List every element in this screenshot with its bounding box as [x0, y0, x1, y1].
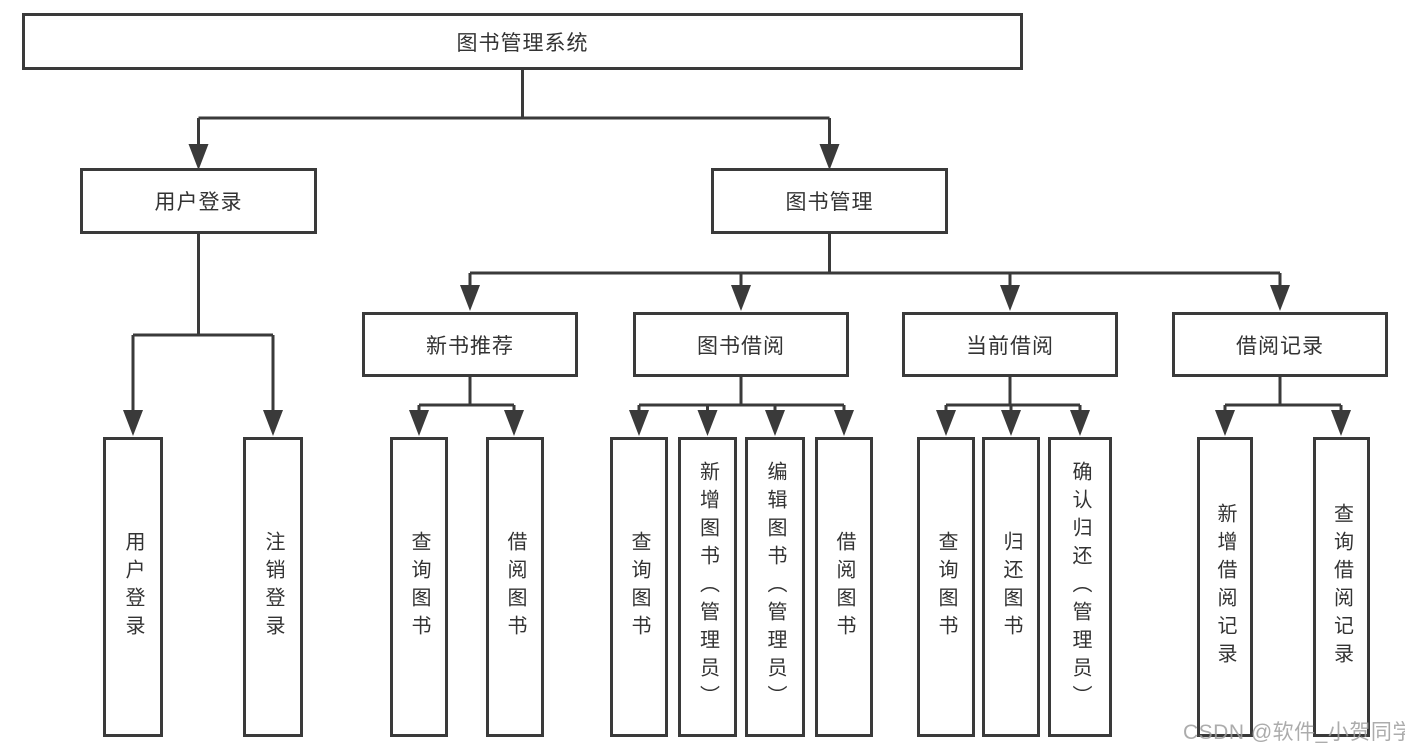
leaf-user-login: 用户登录	[103, 437, 163, 737]
node-book-management: 图书管理	[711, 168, 948, 234]
connector-current-borrowing-branch	[936, 377, 1090, 436]
leaf-logout-label: 注销登录	[262, 531, 284, 643]
node-current-borrowing: 当前借阅	[902, 312, 1118, 377]
node-book-borrowing: 图书借阅	[633, 312, 849, 377]
connector-book-management-branch	[460, 234, 1290, 311]
connector-new-book-branch	[409, 377, 524, 436]
node-user-login: 用户登录	[80, 168, 317, 234]
connector-root-to-level1	[188, 68, 840, 170]
leaf-add-books-admin-label: 新增图书（管理员）	[696, 461, 719, 713]
node-library-management-system: 图书管理系统	[22, 13, 1023, 70]
leaf-confirm-return-admin-label: 确认归还（管理员）	[1069, 461, 1091, 713]
leaf-query-books-current-label: 查询图书	[935, 531, 957, 643]
csdn-watermark: CSDN @软件_小贺同学	[1183, 721, 1405, 744]
leaf-query-borrow-record: 查询借阅记录	[1313, 437, 1370, 737]
leaf-edit-books-admin-label: 编辑图书（管理员）	[764, 461, 786, 713]
leaf-query-books-recommend: 查询图书	[390, 437, 448, 737]
leaf-borrow-books-recommend-label: 借阅图书	[504, 531, 526, 643]
leaf-query-books-recommend-label: 查询图书	[408, 531, 430, 643]
connector-user-login-branch	[123, 234, 283, 436]
leaf-return-books: 归还图书	[982, 437, 1040, 737]
leaf-add-books-admin: 新增图书（管理员）	[678, 437, 737, 737]
leaf-query-books-current: 查询图书	[917, 437, 975, 737]
node-new-book-recommend: 新书推荐	[362, 312, 578, 377]
connector-borrowing-records-branch	[1215, 377, 1351, 436]
leaf-query-books-borrowing-label: 查询图书	[628, 531, 650, 643]
leaf-add-borrow-record-label: 新增借阅记录	[1214, 503, 1236, 671]
leaf-user-login-label: 用户登录	[122, 531, 144, 643]
leaf-add-borrow-record: 新增借阅记录	[1197, 437, 1253, 737]
leaf-borrow-books: 借阅图书	[815, 437, 873, 737]
leaf-edit-books-admin: 编辑图书（管理员）	[745, 437, 805, 737]
leaf-query-borrow-record-label: 查询借阅记录	[1330, 503, 1353, 671]
leaf-query-books-borrowing: 查询图书	[610, 437, 668, 737]
node-borrowing-records: 借阅记录	[1172, 312, 1388, 377]
leaf-logout: 注销登录	[243, 437, 303, 737]
leaf-confirm-return-admin: 确认归还（管理员）	[1048, 437, 1112, 737]
leaf-return-books-label: 归还图书	[1000, 531, 1022, 643]
connector-book-borrowing-branch	[629, 377, 854, 436]
leaf-borrow-books-recommend: 借阅图书	[486, 437, 544, 737]
leaf-borrow-books-label: 借阅图书	[833, 531, 855, 643]
